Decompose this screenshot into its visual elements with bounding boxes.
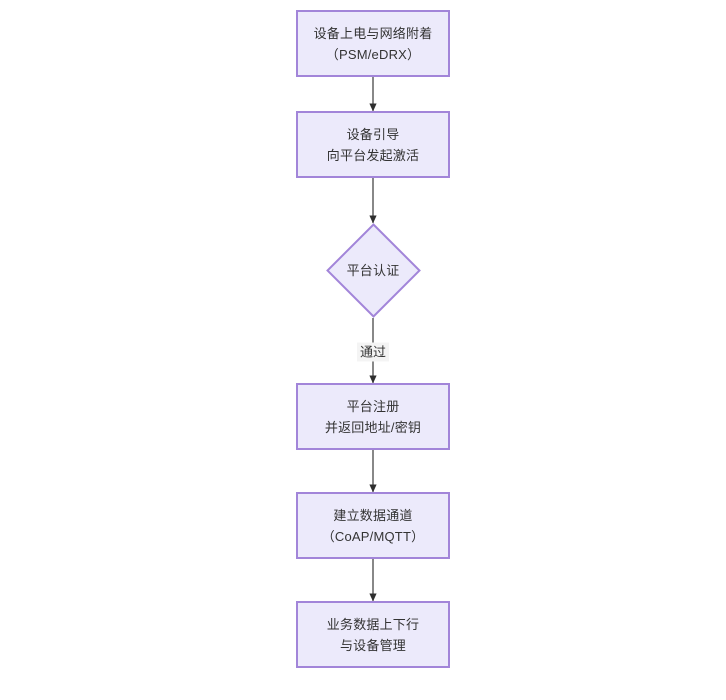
edge-label-e3: 通过 xyxy=(356,342,390,362)
node-label-n2: 设备引导 向平台发起激活 xyxy=(326,126,420,163)
flowchart-node-n3[interactable]: 平台认证 xyxy=(325,223,421,318)
flowchart-node-n1[interactable]: 设备上电与网络附着 （PSM/eDRX） xyxy=(296,10,450,77)
flowchart-node-n2[interactable]: 设备引导 向平台发起激活 xyxy=(296,111,450,178)
node-label-n1: 设备上电与网络附着 （PSM/eDRX） xyxy=(313,25,433,62)
node-label-n3: 平台认证 xyxy=(346,263,400,278)
flowchart-node-n5[interactable]: 建立数据通道 （CoAP/MQTT） xyxy=(296,492,450,559)
node-label-n6: 业务数据上下行 与设备管理 xyxy=(326,616,420,653)
flowchart-node-n6[interactable]: 业务数据上下行 与设备管理 xyxy=(296,601,450,668)
flowchart-node-n4[interactable]: 平台注册 并返回地址/密钥 xyxy=(296,383,450,450)
node-label-n5: 建立数据通道 （CoAP/MQTT） xyxy=(321,507,425,544)
node-label-n4: 平台注册 并返回地址/密钥 xyxy=(324,398,422,435)
